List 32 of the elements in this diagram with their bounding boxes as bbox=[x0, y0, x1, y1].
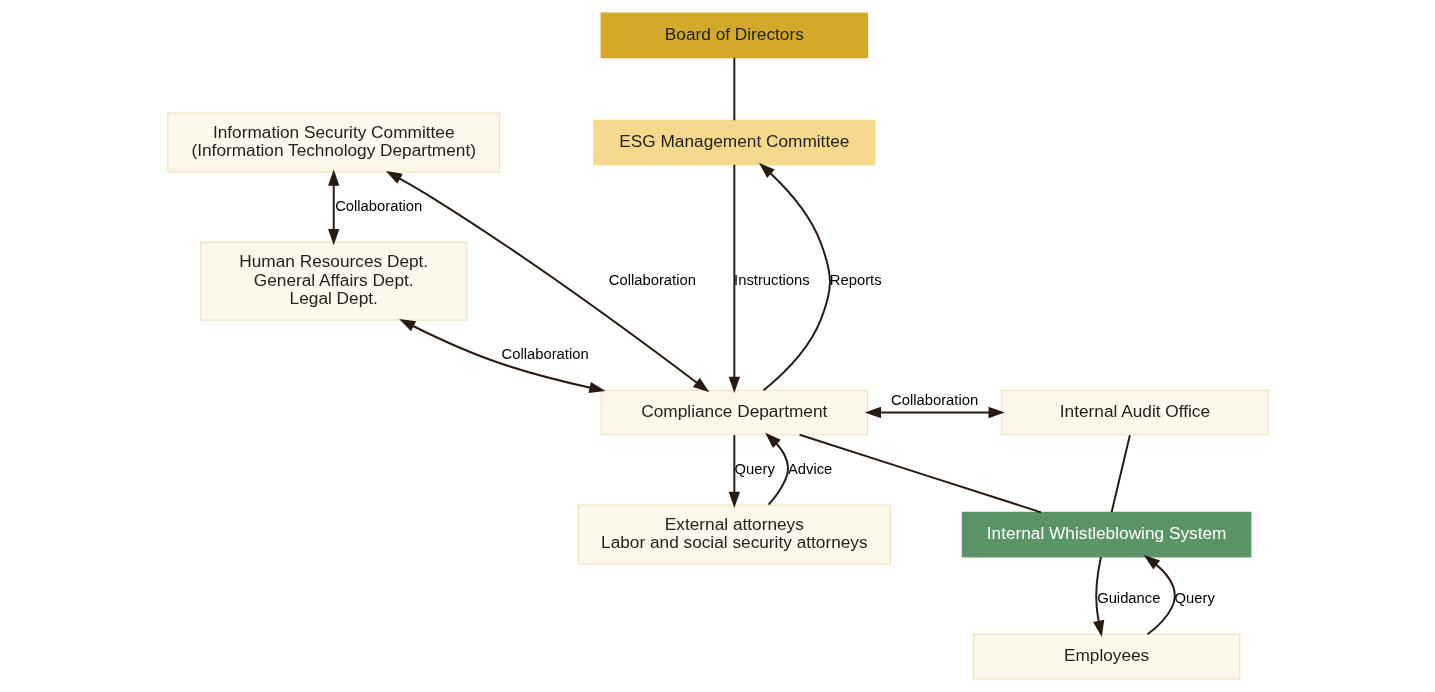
node-box: Information Security Committee (Information Technology Department) bbox=[166, 112, 500, 173]
node-box: Board of Directors bbox=[600, 12, 868, 59]
edge-label: Advice bbox=[787, 460, 832, 477]
edge-label: Collaboration bbox=[501, 346, 589, 363]
arrow bbox=[385, 170, 709, 393]
arrow bbox=[864, 406, 1005, 419]
edge-label: Query bbox=[1174, 590, 1215, 607]
node-box: Employees bbox=[972, 633, 1240, 680]
arrow bbox=[764, 432, 789, 506]
arrow bbox=[398, 318, 606, 394]
node-box: Internal Audit Office bbox=[1000, 389, 1269, 436]
connector bbox=[1110, 434, 1131, 514]
arrow bbox=[327, 169, 339, 246]
arrow bbox=[1143, 555, 1176, 636]
arrow bbox=[728, 163, 740, 394]
edge-label: Collaboration bbox=[334, 198, 422, 215]
connector bbox=[732, 56, 735, 122]
node-box: ESG Management Committee bbox=[592, 119, 875, 166]
arrow bbox=[1092, 556, 1104, 637]
node-box: Human Resources Dept. General Affairs Dept. Legal Dept. bbox=[199, 241, 467, 321]
edge-label: Reports bbox=[829, 272, 882, 289]
connector bbox=[798, 433, 1042, 514]
node-box: Internal Whistleblowing System bbox=[961, 511, 1251, 558]
node-box: Compliance Department bbox=[600, 389, 868, 436]
edge-label: Collaboration bbox=[608, 272, 696, 289]
edge-label: Guidance bbox=[1096, 590, 1160, 607]
node-box: External attorneys Labor and social security attorneys bbox=[577, 504, 891, 565]
edge-label: Collaboration bbox=[890, 391, 978, 408]
arrow bbox=[728, 434, 740, 508]
edge-label: Query bbox=[734, 460, 775, 477]
arrow bbox=[758, 162, 831, 392]
edge-label: Instructions bbox=[733, 272, 810, 289]
